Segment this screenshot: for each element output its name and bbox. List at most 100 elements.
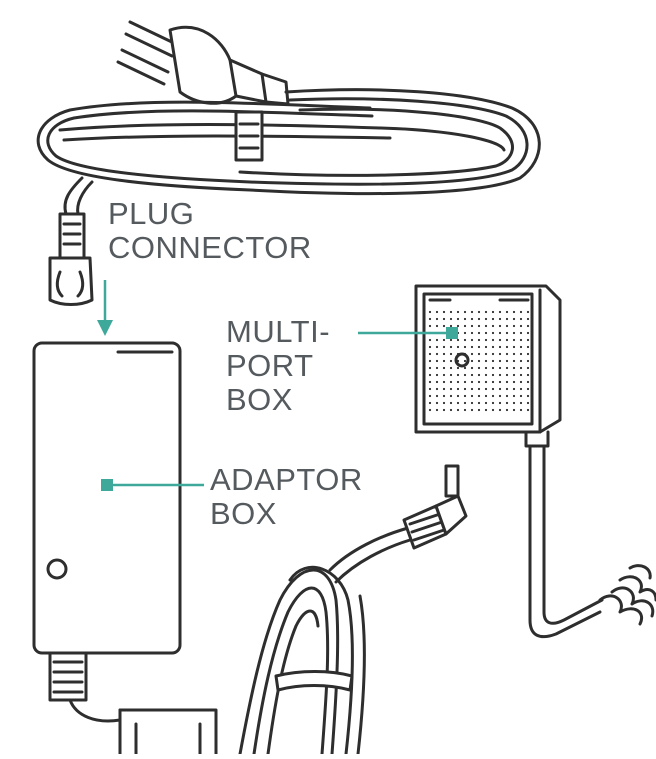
texture-dot bbox=[470, 324, 474, 328]
texture-dot bbox=[519, 345, 523, 349]
texture-dot bbox=[456, 324, 460, 328]
texture-dot bbox=[526, 394, 530, 398]
texture-dot bbox=[435, 352, 439, 356]
texture-dot bbox=[456, 310, 460, 314]
texture-dot bbox=[491, 317, 495, 321]
texture-dot bbox=[491, 331, 495, 335]
texture-dot bbox=[519, 331, 523, 335]
texture-dot bbox=[435, 380, 439, 384]
texture-dot bbox=[435, 310, 439, 314]
texture-dot bbox=[442, 345, 446, 349]
texture-dot bbox=[449, 401, 453, 405]
texture-dot bbox=[512, 317, 516, 321]
texture-dot bbox=[442, 408, 446, 412]
adaptor-box-label-line-1: ADAPTOR bbox=[210, 462, 363, 497]
texture-dot bbox=[470, 345, 474, 349]
multi-port-callout-marker bbox=[446, 327, 458, 339]
texture-dot bbox=[428, 324, 432, 328]
texture-dot bbox=[512, 338, 516, 342]
texture-dot bbox=[484, 359, 488, 363]
texture-dot bbox=[449, 394, 453, 398]
texture-dot bbox=[484, 394, 488, 398]
texture-dot bbox=[456, 338, 460, 342]
texture-dot bbox=[428, 366, 432, 370]
texture-dot bbox=[491, 380, 495, 384]
texture-dot bbox=[491, 394, 495, 398]
texture-dot bbox=[435, 366, 439, 370]
texture-dot bbox=[435, 387, 439, 391]
texture-dot bbox=[449, 380, 453, 384]
texture-dot bbox=[505, 408, 509, 412]
texture-dot bbox=[456, 345, 460, 349]
texture-dot bbox=[435, 338, 439, 342]
texture-dot bbox=[519, 394, 523, 398]
texture-dot bbox=[498, 408, 502, 412]
texture-dot bbox=[470, 317, 474, 321]
texture-dot bbox=[463, 359, 467, 363]
texture-dot bbox=[428, 401, 432, 405]
texture-dot bbox=[456, 317, 460, 321]
texture-dot bbox=[470, 401, 474, 405]
texture-dot bbox=[470, 373, 474, 377]
plug-connector-icon bbox=[48, 212, 94, 306]
texture-dot bbox=[512, 331, 516, 335]
texture-dot bbox=[456, 352, 460, 356]
texture-dot bbox=[512, 408, 516, 412]
texture-dot bbox=[428, 317, 432, 321]
texture-dot bbox=[498, 401, 502, 405]
texture-dot bbox=[428, 373, 432, 377]
texture-dot bbox=[519, 338, 523, 342]
texture-dot bbox=[449, 366, 453, 370]
texture-dot bbox=[526, 310, 530, 314]
texture-dot bbox=[505, 310, 509, 314]
texture-dot bbox=[477, 387, 481, 391]
texture-dot bbox=[428, 380, 432, 384]
texture-dot bbox=[526, 338, 530, 342]
plug-connector-label: PLUG CONNECTOR bbox=[108, 197, 312, 265]
texture-dot bbox=[477, 345, 481, 349]
texture-dot bbox=[484, 338, 488, 342]
texture-dot bbox=[491, 338, 495, 342]
texture-dot bbox=[442, 310, 446, 314]
texture-dot bbox=[491, 310, 495, 314]
texture-dot bbox=[463, 408, 467, 412]
texture-dot bbox=[491, 373, 495, 377]
texture-dot bbox=[435, 373, 439, 377]
texture-dot bbox=[526, 373, 530, 377]
texture-dot bbox=[484, 380, 488, 384]
texture-dot bbox=[526, 359, 530, 363]
texture-dot bbox=[519, 401, 523, 405]
texture-dot bbox=[435, 345, 439, 349]
texture-dot bbox=[428, 408, 432, 412]
texture-dot bbox=[526, 324, 530, 328]
texture-dot bbox=[484, 401, 488, 405]
texture-dot bbox=[491, 352, 495, 356]
texture-dot bbox=[491, 324, 495, 328]
texture-dot bbox=[442, 338, 446, 342]
texture-dot bbox=[512, 310, 516, 314]
texture-dot bbox=[505, 345, 509, 349]
texture-dot bbox=[463, 401, 467, 405]
texture-dot bbox=[491, 359, 495, 363]
texture-dot bbox=[477, 352, 481, 356]
texture-dot bbox=[456, 401, 460, 405]
texture-dot bbox=[477, 394, 481, 398]
texture-dot bbox=[463, 387, 467, 391]
texture-dot bbox=[498, 345, 502, 349]
texture-dot bbox=[470, 310, 474, 314]
texture-dot bbox=[428, 352, 432, 356]
texture-dot bbox=[505, 387, 509, 391]
texture-dot bbox=[491, 387, 495, 391]
texture-dot bbox=[526, 331, 530, 335]
port-box-texture bbox=[428, 310, 530, 412]
wall-plug-icon bbox=[116, 20, 290, 106]
texture-dot bbox=[484, 408, 488, 412]
texture-dot bbox=[463, 394, 467, 398]
texture-dot bbox=[442, 352, 446, 356]
texture-dot bbox=[512, 324, 516, 328]
texture-dot bbox=[435, 359, 439, 363]
texture-dot bbox=[428, 310, 432, 314]
texture-dot bbox=[442, 317, 446, 321]
texture-dot bbox=[498, 317, 502, 321]
texture-dot bbox=[456, 394, 460, 398]
